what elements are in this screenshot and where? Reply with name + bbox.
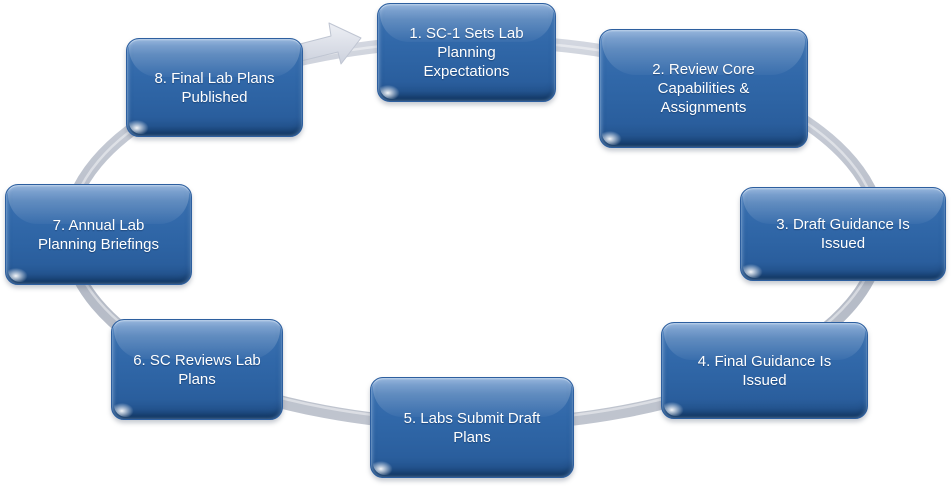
cycle-step-6: 6. SC Reviews Lab Plans — [111, 319, 283, 420]
cycle-step-2-label: 2. Review Core Capabilities & Assignment… — [652, 61, 755, 116]
cycle-step-5-label: 5. Labs Submit Draft Plans — [403, 409, 541, 446]
cycle-step-2: 2. Review Core Capabilities & Assignment… — [599, 29, 808, 148]
cycle-step-3-label: 3. Draft Guidance Is Issued — [776, 216, 910, 252]
cycle-step-7: 7. Annual Lab Planning Briefings — [5, 184, 192, 285]
cycle-step-8-label: 8. Final Lab Plans Published — [154, 69, 275, 106]
cycle-step-1: 1. SC-1 Sets Lab Planning Expectations — [377, 3, 556, 102]
cycle-step-7-label: 7. Annual Lab Planning Briefings — [38, 216, 159, 253]
cycle-step-1-label: 1. SC-1 Sets Lab Planning Expectations — [409, 25, 524, 80]
cycle-step-5: 5. Labs Submit Draft Plans — [370, 377, 574, 478]
cycle-step-6-label: 6. SC Reviews Lab Plans — [133, 351, 261, 388]
cycle-step-8: 8. Final Lab Plans Published — [126, 38, 303, 137]
cycle-step-4: 4. Final Guidance Is Issued — [661, 322, 868, 419]
flow-arrow-icon — [295, 22, 362, 65]
cycle-step-4-label: 4. Final Guidance Is Issued — [697, 352, 832, 389]
cycle-step-3: 3. Draft Guidance Is Issued — [740, 187, 946, 281]
